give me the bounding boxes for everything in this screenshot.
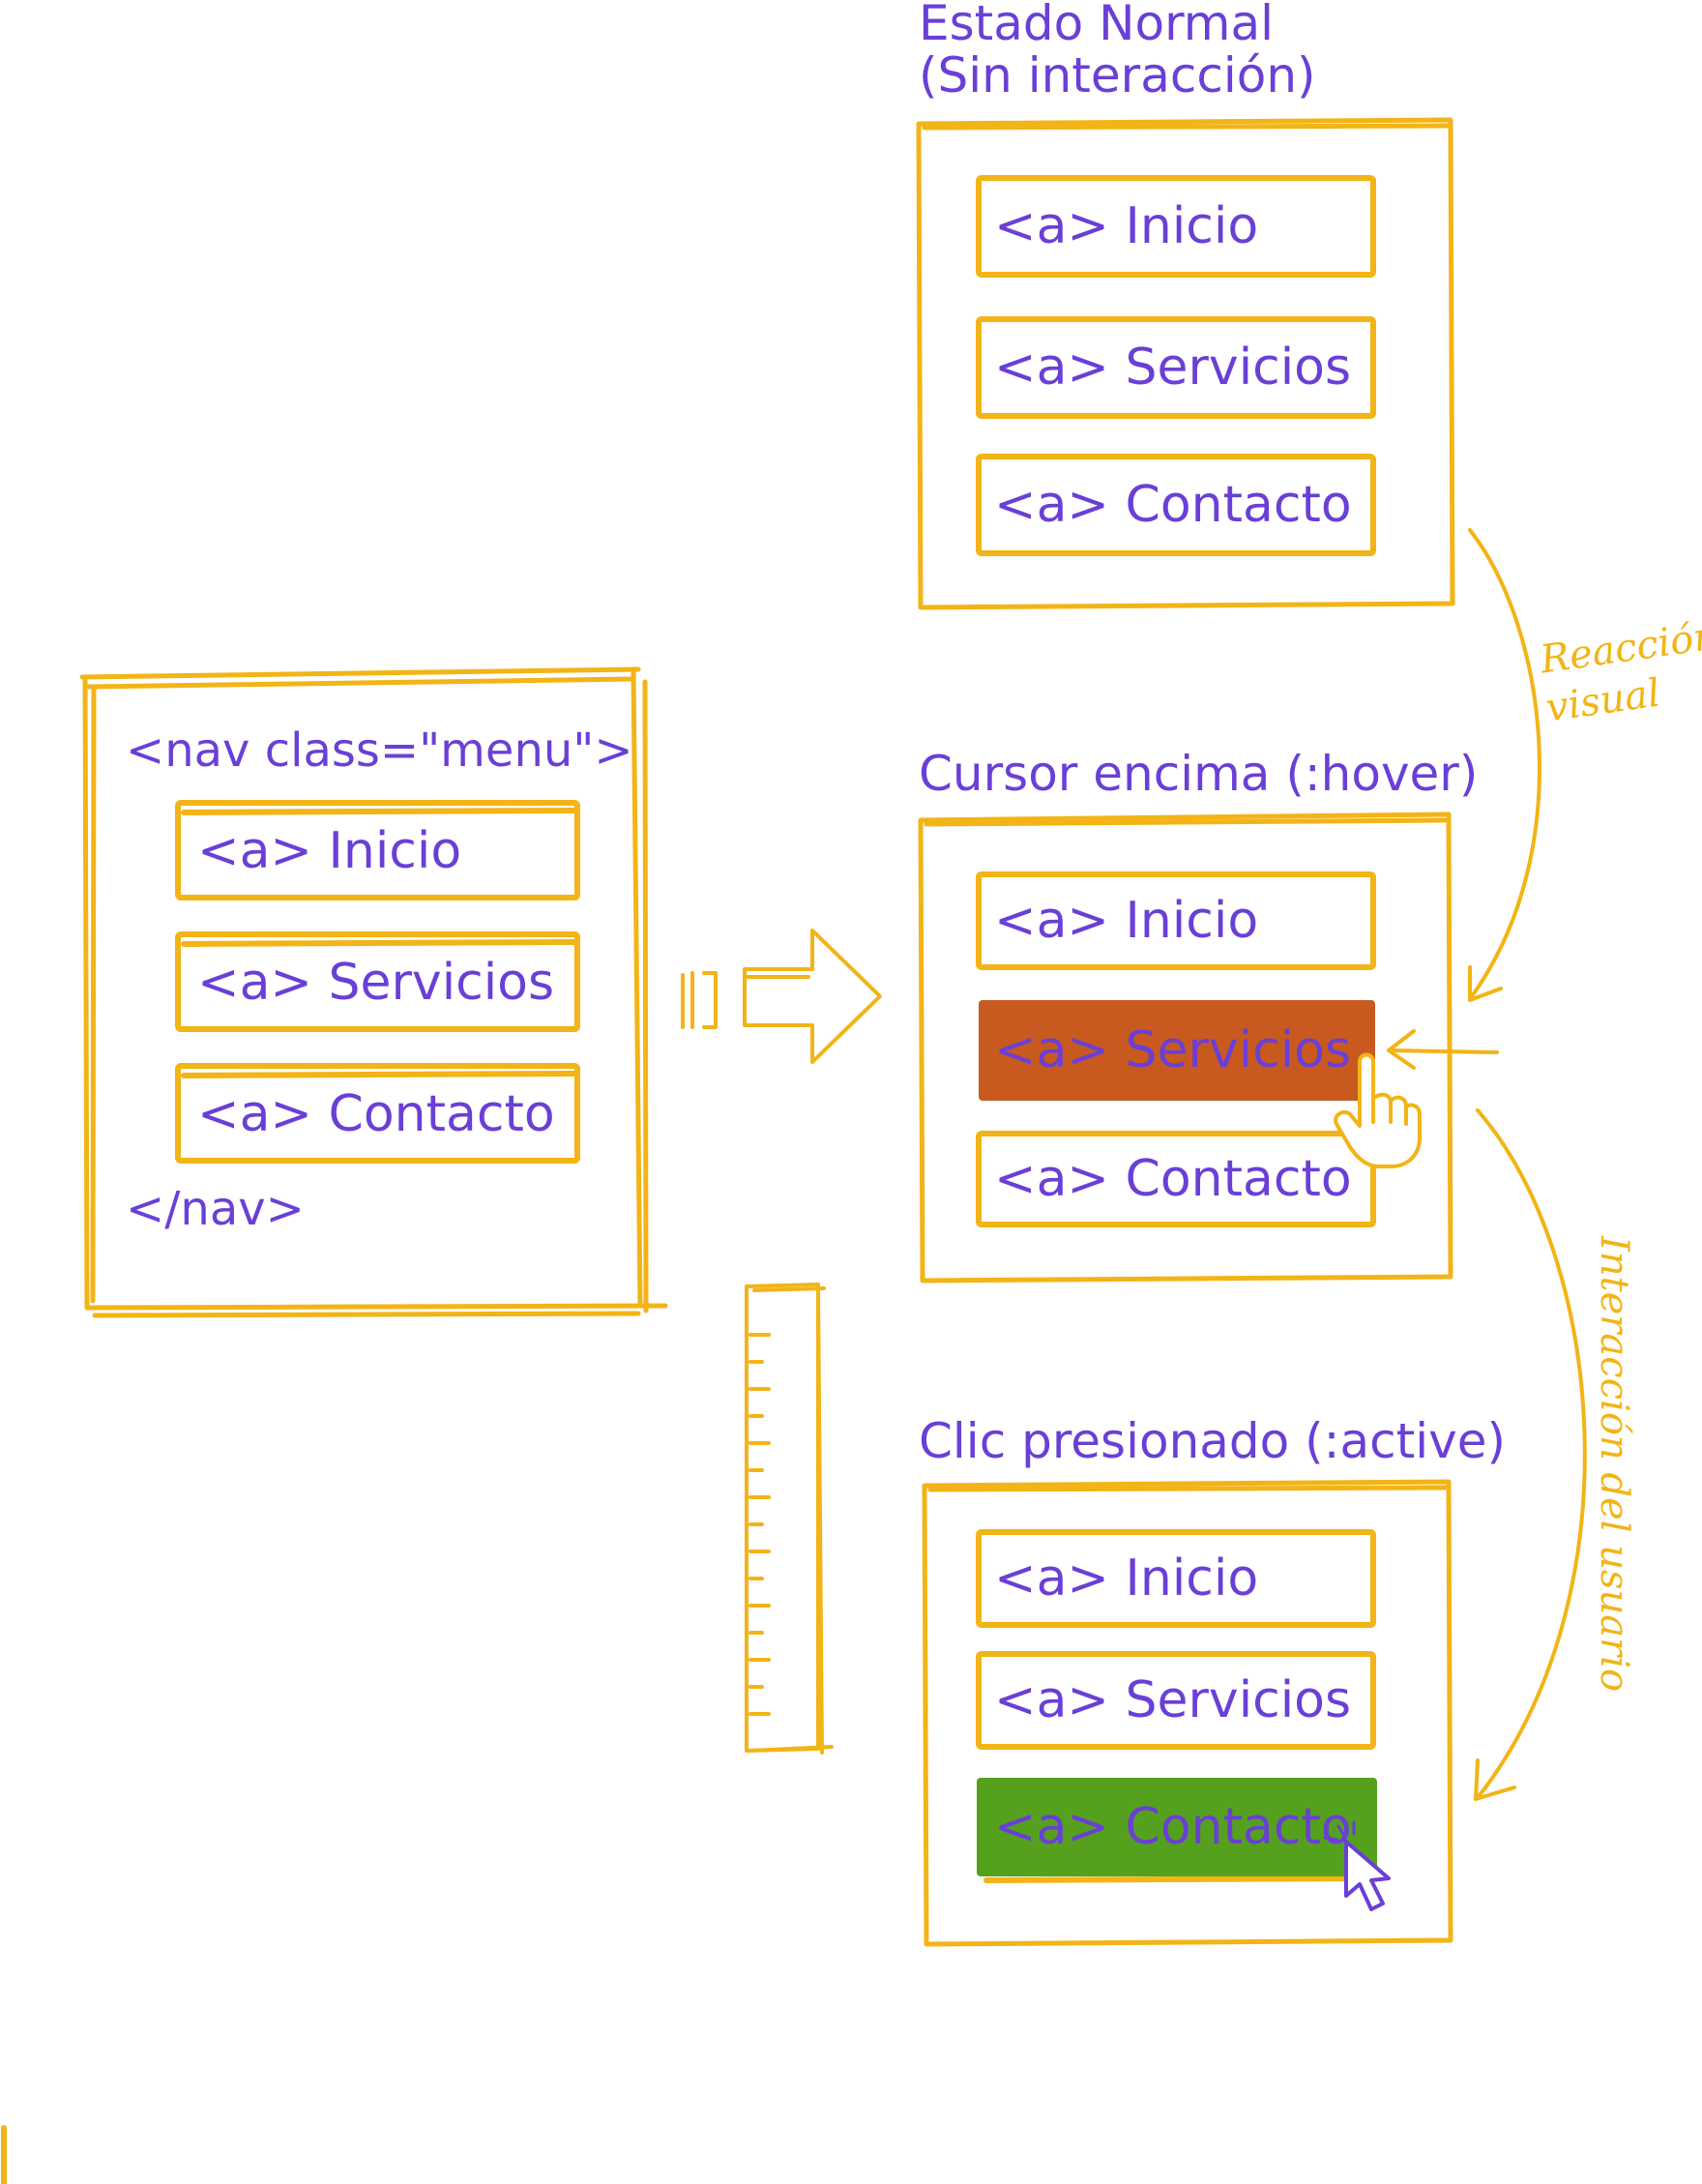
pointer-hand-icon — [1334, 1052, 1422, 1168]
active-link-servicios[interactable]: <a> Servicios — [994, 1671, 1352, 1729]
interaction-arrow — [1474, 1108, 1587, 1801]
code-panel-link-boxes — [175, 800, 580, 1164]
active-highlight-bg — [977, 1778, 1377, 1876]
code-panel-frame — [79, 666, 668, 1318]
ruler-icon — [745, 1283, 834, 1755]
state-active-link-boxes — [976, 1529, 1378, 1883]
state-normal-frame — [916, 117, 1455, 610]
state-hover-frame — [918, 812, 1453, 1284]
mouse-cursor-icon — [1323, 1820, 1391, 1911]
hover-link-servicios[interactable]: <a> Servicios — [994, 1021, 1352, 1079]
hover-pointer-arrow — [1387, 1029, 1499, 1070]
state-active-frame — [922, 1479, 1453, 1947]
code-link-contacto: <a> Contacto — [197, 1085, 555, 1143]
hover-highlight-bg — [979, 1000, 1375, 1101]
hover-link-contacto[interactable]: <a> Contacto — [994, 1150, 1352, 1208]
active-link-inicio[interactable]: <a> Inicio — [994, 1549, 1259, 1608]
normal-link-servicios[interactable]: <a> Servicios — [994, 339, 1352, 397]
state-hover-link-boxes — [976, 871, 1376, 1227]
nav-open-tag: <nav class="menu"> — [126, 723, 633, 778]
state-hover-title: Cursor encima (:hover) — [919, 746, 1479, 802]
normal-link-contacto[interactable]: <a> Contacto — [994, 476, 1352, 534]
code-link-inicio: <a> Inicio — [197, 822, 462, 880]
code-link-servicios: <a> Servicios — [197, 954, 555, 1012]
reaction-arrow — [1468, 528, 1542, 1002]
state-normal-subtitle: (Sin interacción) — [919, 47, 1316, 103]
active-link-contacto[interactable]: <a> Contacto — [994, 1798, 1352, 1856]
interaction-note: Interacción del usuario — [1592, 1236, 1636, 1693]
nav-close-tag: </nav> — [126, 1182, 305, 1236]
hover-link-inicio[interactable]: <a> Inicio — [994, 892, 1259, 950]
state-active-title: Clic presionado (:active) — [919, 1413, 1506, 1469]
state-normal-link-boxes — [976, 175, 1376, 556]
state-normal-title: Estado Normal — [919, 0, 1275, 51]
normal-link-inicio[interactable]: <a> Inicio — [994, 197, 1259, 255]
arrow-right-icon — [681, 929, 882, 1064]
